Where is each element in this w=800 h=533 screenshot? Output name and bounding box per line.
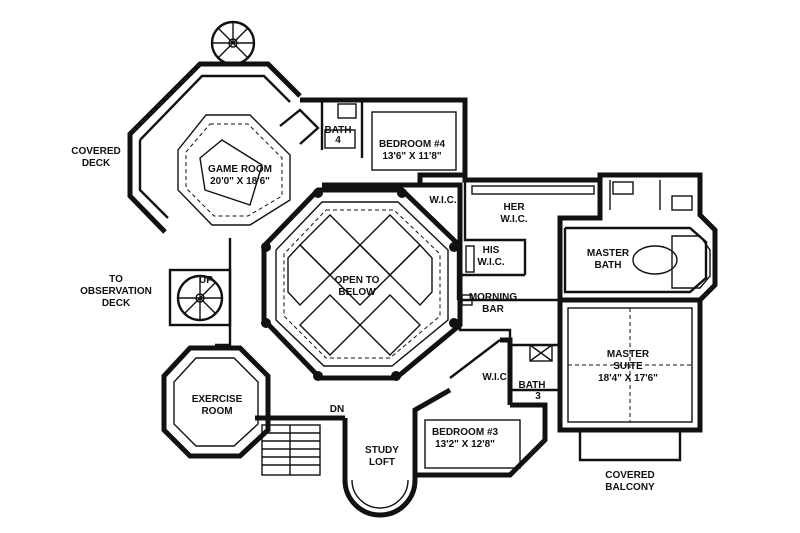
- her-wic-label: HER: [503, 202, 525, 213]
- stair-down-label: DN: [330, 404, 344, 415]
- his-wic-label: HIS: [483, 245, 500, 256]
- game-room-walls: [127, 61, 302, 234]
- study-loft-label: STUDY: [365, 445, 399, 456]
- covered-balcony-label-2: BALCONY: [605, 482, 655, 493]
- left-spiral-stair: [168, 238, 232, 347]
- exercise-room-label: EXERCISE: [192, 394, 243, 405]
- closet-walls: [420, 175, 603, 302]
- open-below-label-2: BELOW: [338, 287, 376, 298]
- game-room-inner: [177, 114, 291, 226]
- wic-mid-label: W.I.C.: [482, 372, 509, 383]
- his-wic-label-2: W.I.C.: [477, 257, 504, 268]
- bath4-number: 4: [335, 135, 341, 146]
- wic-top-label: W.I.C.: [429, 195, 456, 206]
- master-suite-dimensions: 18'4" X 17'6": [598, 373, 658, 384]
- game-room-label: GAME ROOM: [208, 164, 272, 175]
- bedroom3-walls: [412, 387, 548, 478]
- top-spiral-stair: [210, 20, 256, 66]
- bedroom4-dimensions: 13'6" X 11'8": [382, 151, 442, 162]
- morning-bar-label-2: BAR: [482, 304, 504, 315]
- morning-bar-label: MORNING: [469, 292, 518, 303]
- open-below-label: OPEN TO: [335, 275, 380, 286]
- game-room-dimensions: 20'0" X 18'6": [210, 176, 270, 187]
- master-suite-label-2: SUITE: [613, 361, 643, 372]
- bath3-label: BATH: [518, 380, 545, 391]
- to-observation-label: TO: [109, 274, 123, 285]
- bedroom3-dimensions: 13'2" X 12'8": [435, 439, 495, 450]
- covered-deck-label-2: DECK: [82, 158, 111, 169]
- master-suite-label: MASTER: [607, 349, 650, 360]
- covered-deck-label: COVERED: [71, 146, 120, 157]
- master-bath-label-2: BATH: [594, 260, 621, 271]
- covered-balcony-label: COVERED: [605, 470, 654, 481]
- stair-up-label: UP: [199, 275, 213, 286]
- morning-bar-walls: [449, 294, 560, 405]
- master-bath-label: MASTER: [587, 248, 630, 259]
- master-suite-walls: [557, 300, 703, 462]
- to-observation-label-2: OBSERVATION: [80, 286, 152, 297]
- bath3-number: 3: [535, 391, 541, 402]
- bedroom3-label: BEDROOM #3: [432, 427, 499, 438]
- master-bath-walls: [560, 172, 718, 303]
- bedroom4-label: BEDROOM #4: [379, 139, 446, 150]
- study-loft-label-2: LOFT: [369, 457, 395, 468]
- bath4-bedroom4-walls: [279, 97, 468, 188]
- columns: [261, 188, 459, 381]
- bath4-label: BATH: [324, 125, 351, 136]
- room-labels: GAME ROOM 20'0" X 18'6" BATH 4 BEDROOM #…: [71, 125, 658, 493]
- study-loft-walls: [342, 418, 418, 518]
- exercise-room-label-2: ROOM: [201, 406, 232, 417]
- her-wic-label-2: W.I.C.: [500, 214, 527, 225]
- exercise-room-walls: [161, 345, 271, 459]
- to-observation-label-3: DECK: [102, 298, 131, 309]
